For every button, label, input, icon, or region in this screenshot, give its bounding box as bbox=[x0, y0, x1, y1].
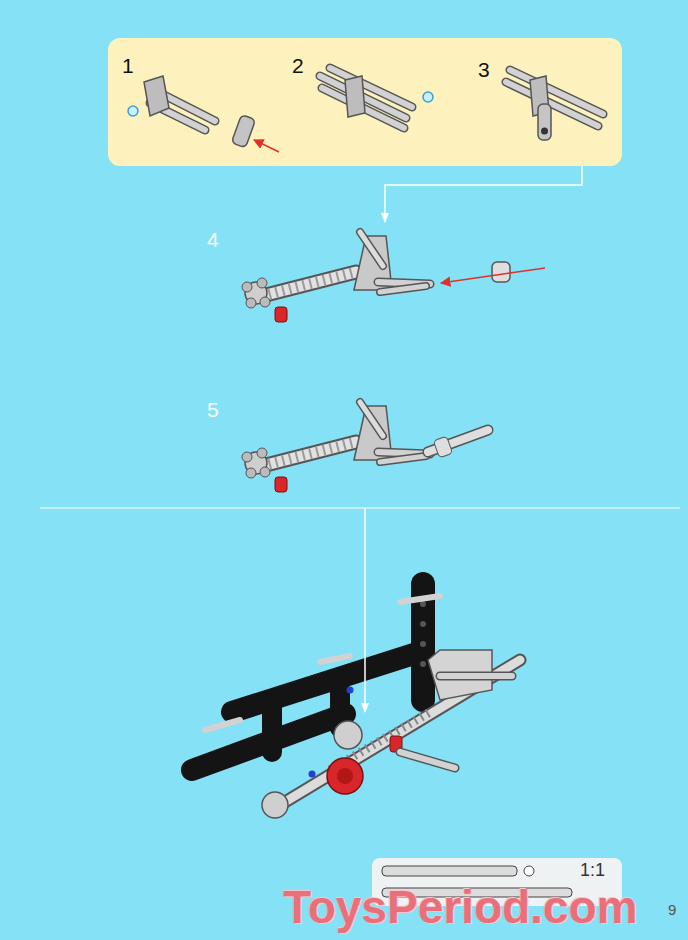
chassis-frame bbox=[262, 700, 282, 752]
step-number: 2 bbox=[292, 54, 304, 77]
chassis-frame bbox=[420, 621, 426, 627]
steering-assembly bbox=[262, 792, 288, 818]
chassis-frame bbox=[420, 641, 426, 647]
step-1-parts bbox=[128, 106, 138, 116]
steering-arm bbox=[275, 307, 287, 322]
step-5-extension bbox=[428, 430, 488, 458]
step-3-parts bbox=[506, 82, 598, 126]
steering-arm bbox=[380, 286, 426, 292]
steering-assembly bbox=[327, 758, 363, 794]
step-number: 5 bbox=[207, 398, 219, 421]
steering-assembly bbox=[334, 721, 362, 749]
chassis-frame bbox=[320, 656, 350, 662]
chassis-frame bbox=[420, 601, 426, 607]
step-1-parts bbox=[231, 115, 255, 148]
steering-arm bbox=[380, 286, 426, 292]
subassembly-panel: 1 2 3 bbox=[108, 38, 622, 166]
chassis-frame bbox=[400, 596, 440, 602]
flow-arrow bbox=[385, 166, 582, 222]
step-3-parts bbox=[538, 104, 551, 140]
placement-line bbox=[364, 508, 366, 712]
steering-arm bbox=[262, 272, 356, 296]
step-4-new-part bbox=[441, 268, 545, 283]
page-number: 9 bbox=[668, 902, 676, 919]
steering-arm bbox=[360, 232, 383, 266]
chassis-frame bbox=[232, 652, 420, 712]
watermark: ToysPeriod.com bbox=[283, 882, 637, 933]
steering-arm bbox=[242, 402, 430, 492]
steering-arm bbox=[242, 282, 252, 292]
step-1-parts bbox=[144, 76, 169, 116]
step-number: 4 bbox=[207, 228, 219, 251]
step-4-new-part bbox=[441, 262, 545, 283]
chassis-frame bbox=[420, 661, 426, 667]
scale-ruler bbox=[382, 866, 517, 876]
steering-arm bbox=[260, 297, 270, 307]
steering-arm bbox=[262, 272, 356, 296]
section-separator bbox=[40, 507, 680, 508]
step-number: 3 bbox=[478, 58, 490, 81]
steering-assembly bbox=[400, 752, 455, 768]
step-1-parts bbox=[254, 140, 279, 152]
step-3-parts bbox=[506, 82, 598, 126]
steering-arm bbox=[246, 298, 256, 308]
step-3-parts bbox=[506, 70, 603, 140]
chassis-frame bbox=[205, 720, 240, 730]
steering-arm bbox=[257, 278, 267, 288]
step-3-parts bbox=[541, 128, 548, 135]
chassis-frame bbox=[347, 687, 354, 694]
steering-assembly bbox=[400, 752, 455, 768]
steering-assembly bbox=[337, 768, 353, 784]
step-2-parts bbox=[320, 68, 433, 128]
steering-assembly bbox=[262, 650, 520, 818]
step-5-extension bbox=[433, 436, 452, 458]
step-1-parts bbox=[128, 76, 279, 152]
steering-arm bbox=[360, 232, 383, 266]
chassis-frame bbox=[309, 771, 316, 778]
steering-arm bbox=[262, 272, 356, 296]
step-2-parts bbox=[345, 76, 365, 117]
steering-arm bbox=[242, 232, 430, 322]
step-2-parts bbox=[423, 92, 433, 102]
subassembly-panel bbox=[108, 38, 622, 166]
scale-ruler bbox=[524, 866, 534, 876]
step-number: 1 bbox=[122, 54, 134, 77]
steering-assembly bbox=[440, 673, 512, 679]
step-4-new-part bbox=[492, 262, 510, 282]
scale-ratio: 1:1 bbox=[580, 861, 605, 881]
steering-assembly bbox=[440, 672, 512, 681]
